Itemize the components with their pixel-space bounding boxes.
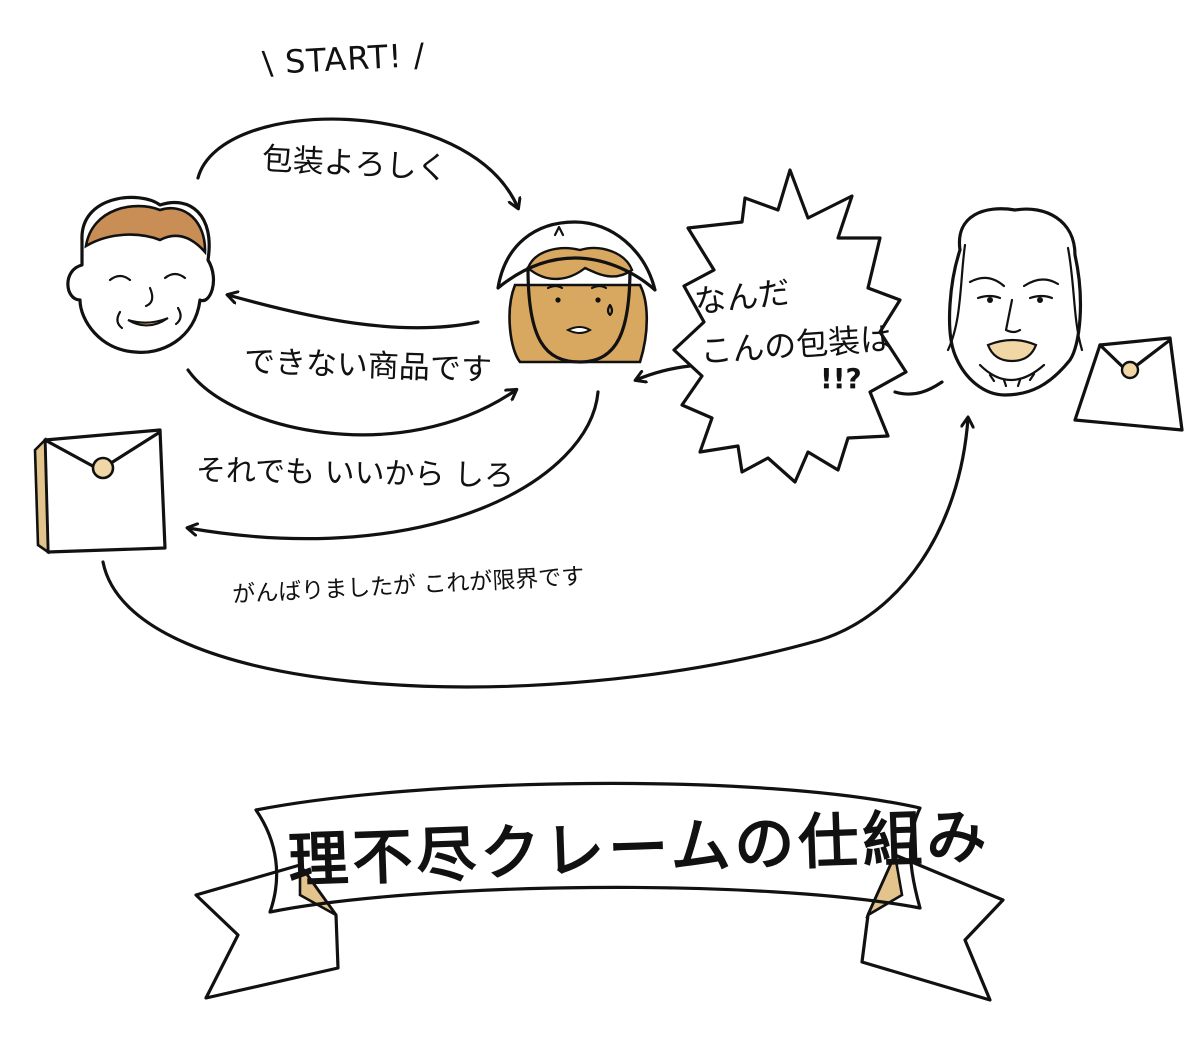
paper-bag-icon <box>1073 336 1184 432</box>
speech-tail <box>893 380 944 396</box>
arrow-bag-to-angry <box>101 418 968 689</box>
arrow-complaint <box>636 364 692 380</box>
customer-face-icon <box>66 195 215 354</box>
title-ribbon <box>194 781 1005 1002</box>
angry-man-face-icon <box>946 207 1084 397</box>
arrow-do-anyway <box>186 368 516 437</box>
arrow-cannot <box>228 295 480 330</box>
complaint-line-3: !!? <box>820 362 862 395</box>
arrow-label-cannot: できない商品です <box>243 343 493 389</box>
arrow-label-request-wrap: 包装よろしく <box>261 141 449 187</box>
arrow-label-do-anyway: それでも いいから しろ <box>195 453 515 494</box>
paper-bag-icon <box>33 428 167 555</box>
arrow-request-wrap <box>196 117 518 208</box>
complaint-burst-bubble <box>672 168 908 484</box>
clerk-face-icon <box>496 220 657 364</box>
arrow-did-best <box>188 390 600 541</box>
